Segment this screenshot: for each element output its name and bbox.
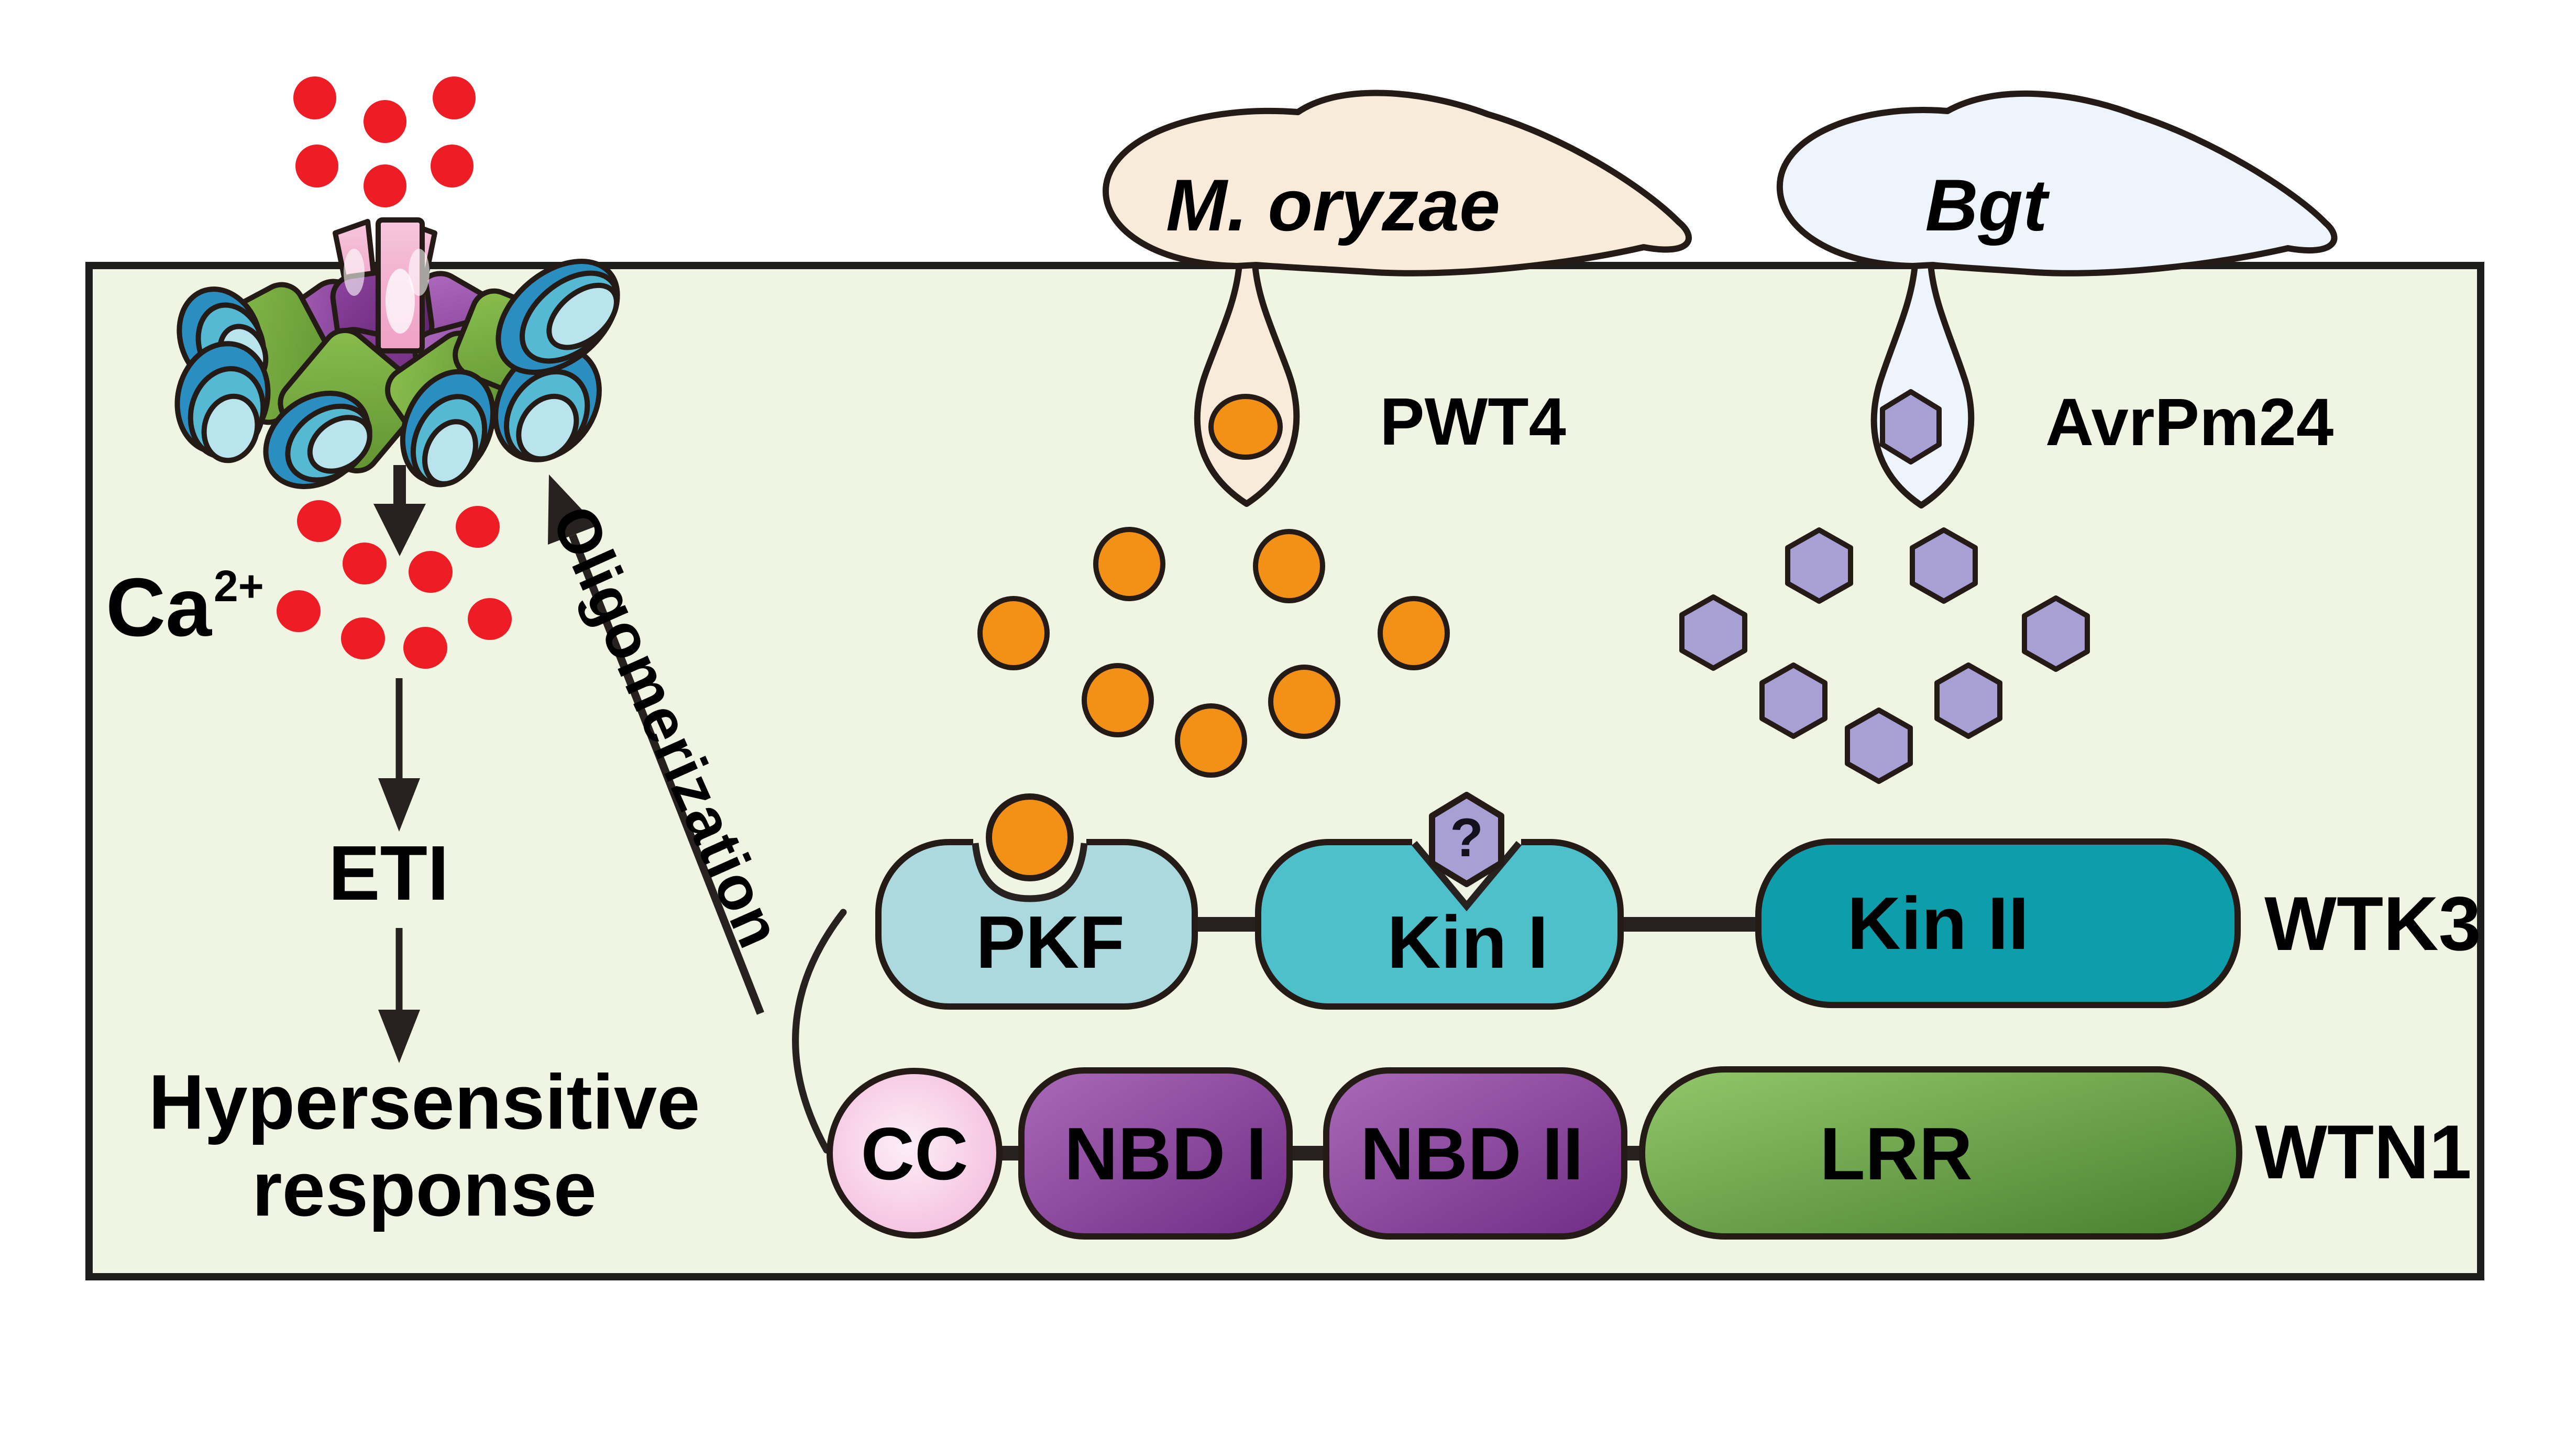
bgt-pathogen	[1776, 90, 2338, 509]
oligomerization-arrow	[548, 474, 764, 1015]
m-oryzae-body	[1103, 90, 1692, 277]
wtn1-protein	[827, 1066, 2242, 1240]
unknown-bound-effector	[1429, 792, 1504, 887]
domain-kin2-label: Kin II	[1847, 882, 2029, 965]
calcium-label: Ca2+	[106, 561, 264, 654]
effector-pwt4-label: PWT4	[1380, 384, 1566, 459]
domain-nbd1	[1018, 1067, 1293, 1240]
wtn1-label: WTN1	[2255, 1109, 2472, 1195]
calcium-influx-arrow	[373, 465, 426, 556]
arrow-to-hr	[378, 928, 420, 1063]
wtk3-protein	[875, 792, 2241, 1010]
avrpm24-effector-cluster	[1679, 527, 2090, 784]
domain-cc-label: CC	[861, 1112, 968, 1196]
domain-lrr	[1639, 1066, 2242, 1240]
unknown-effector-label: ?	[1450, 808, 1483, 868]
domain-lrr-label: LRR	[1820, 1112, 1973, 1196]
calcium-ions-extracellular	[293, 76, 476, 207]
calcium-superscript: 2+	[213, 561, 264, 611]
eti-label: ETI	[328, 830, 449, 916]
pwt4-effector-cluster	[977, 527, 1450, 778]
domain-nbd2-label: NBD II	[1360, 1112, 1583, 1196]
avrpm24-effector-in-haustorium	[1880, 389, 1942, 465]
pwt4-bound-effector	[986, 793, 1074, 881]
domain-pkf-label: PKF	[976, 901, 1125, 984]
effector-avrpm24-label: AvrPm24	[2045, 385, 2334, 460]
pwt4-effector-in-haustorium	[1208, 394, 1283, 460]
domain-nbd1-label: NBD I	[1064, 1112, 1267, 1196]
calcium-channel-complex	[174, 217, 620, 490]
domain-kin1-label: Kin I	[1387, 901, 1548, 984]
m-oryzae-haustorium	[1194, 261, 1300, 507]
hypersensitive-response-label: Hypersensitive response	[148, 1059, 700, 1232]
domain-kin2	[1755, 838, 2241, 1008]
pathogen-bgt-label: Bgt	[1925, 164, 2047, 246]
bgt-haustorium	[1870, 261, 1975, 509]
m-oryzae-pathogen	[1103, 90, 1692, 507]
wtk3-label: WTK3	[2264, 881, 2481, 966]
bgt-body	[1776, 90, 2338, 277]
domain-cc	[827, 1068, 1003, 1239]
domain-nbd2	[1323, 1067, 1627, 1240]
calcium-ions-intracellular	[277, 500, 512, 669]
arrow-to-eti	[378, 678, 420, 832]
oligomerization-bracket	[792, 909, 847, 1154]
pathogen-m-oryzae-label: M. oryzae	[1166, 164, 1500, 246]
